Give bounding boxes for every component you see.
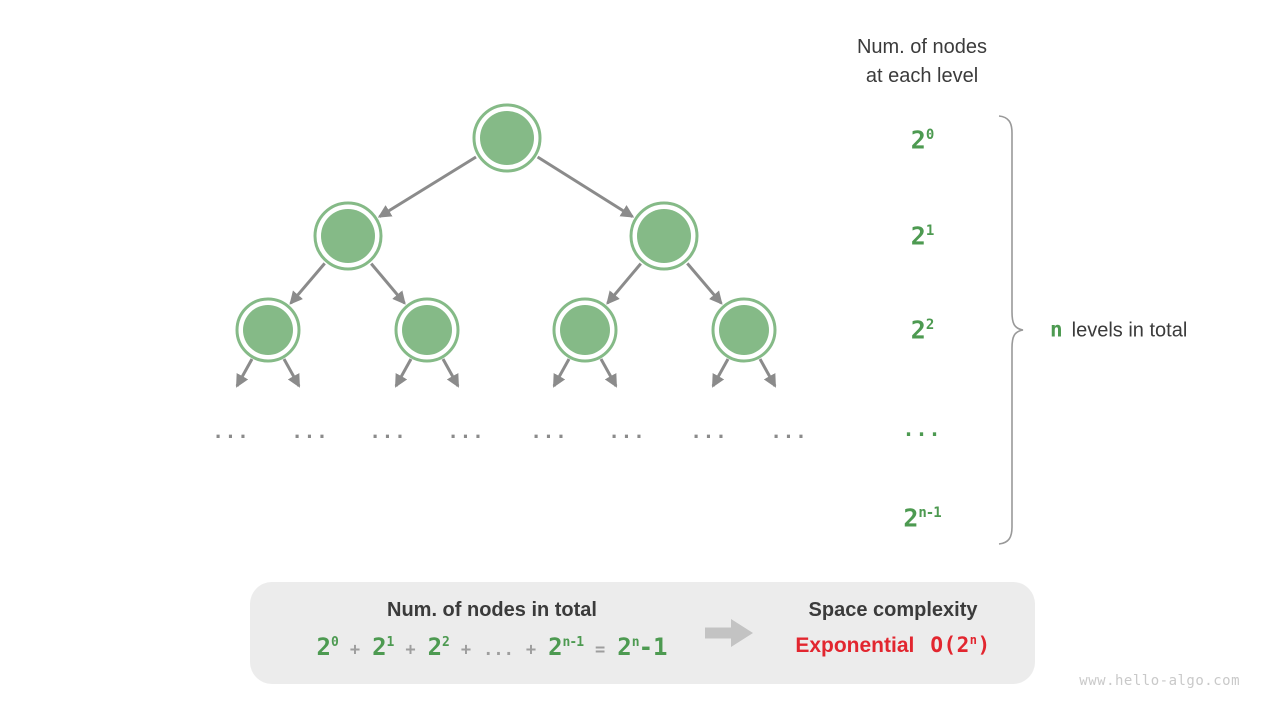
formula-result: 2n-1	[617, 633, 668, 661]
complexity-notation: O(2n)	[930, 633, 991, 657]
binary-tree-diagram	[235, 103, 1024, 545]
subtree-ellipsis: ...	[447, 421, 485, 443]
tree-edge-to-subtree	[441, 358, 460, 388]
formula-term: 20	[316, 633, 339, 661]
formula-ellipsis: ...	[483, 640, 514, 660]
tree-edge	[289, 262, 326, 305]
brace-label: n levels in total	[1050, 318, 1187, 343]
tree-edge	[606, 262, 642, 305]
subtree-ellipsis: ...	[291, 421, 329, 443]
tree-edge	[686, 262, 723, 305]
subtree-ellipsis: ...	[530, 421, 568, 443]
brace-label-text: levels in total	[1071, 319, 1188, 342]
tree-node	[711, 297, 777, 363]
level-count-2^n-1: 2n-1	[903, 503, 941, 533]
n-variable: n	[1050, 317, 1063, 342]
total-nodes-section: Num. of nodes in total 20 + 21 + 22 + ..…	[258, 582, 726, 684]
formula-operator: +	[460, 640, 472, 660]
tree-nodes	[235, 103, 777, 363]
tree-node	[394, 297, 460, 363]
header-line-2: at each level	[865, 65, 979, 87]
levels-column-header: Num. of nodes at each level	[812, 33, 1032, 91]
level-count-ellipsis: ...	[902, 417, 942, 441]
tree-edge-to-subtree	[394, 358, 413, 388]
tree-edge	[377, 155, 477, 218]
complexity-word: Exponential	[795, 634, 915, 657]
formula-operator: +	[405, 640, 416, 660]
level-count-2^1: 21	[910, 221, 935, 251]
tree-node	[552, 297, 618, 363]
subtree-ellipsis: ...	[608, 421, 646, 443]
space-complexity-section: Space complexity Exponential O(2n)	[762, 582, 1024, 684]
tree-edge-to-subtree	[235, 358, 254, 388]
formula-operator: +	[349, 640, 361, 660]
space-complexity-title: Space complexity	[808, 599, 978, 621]
tree-edge-to-subtree	[599, 358, 618, 388]
tree-edge	[536, 155, 635, 218]
tree-edge-to-subtree	[552, 358, 571, 388]
level-count-2^0: 20	[910, 125, 935, 155]
subtree-ellipsis: ...	[212, 421, 250, 443]
formula-term: 22	[427, 633, 450, 661]
formula-operator: +	[525, 640, 537, 660]
tree-edges	[235, 155, 777, 388]
header-line-1: Num. of nodes	[856, 36, 988, 58]
tree-node-root	[472, 103, 542, 173]
brace	[998, 115, 1024, 545]
tree-edge	[370, 262, 406, 305]
subtree-ellipsis: ...	[690, 421, 728, 443]
total-nodes-formula: 20 + 21 + 22 + ... + 2n-1 = 2n-1	[258, 630, 726, 663]
total-nodes-title: Num. of nodes in total	[387, 599, 597, 621]
summary-box: Num. of nodes in total 20 + 21 + 22 + ..…	[250, 582, 1035, 684]
formula-term: 21	[372, 633, 394, 661]
tree-node	[235, 297, 301, 363]
watermark: www.hello-algo.com	[1079, 673, 1240, 689]
subtree-ellipsis: ...	[369, 421, 407, 443]
tree-edge-to-subtree	[282, 358, 301, 388]
tree-node	[629, 201, 699, 271]
tree-edge-to-subtree	[711, 358, 730, 388]
level-count-2^2: 22	[910, 315, 935, 345]
formula-equals: =	[595, 640, 606, 660]
subtree-ellipsis: ...	[770, 421, 808, 443]
complexity-value: Exponential O(2n)	[762, 628, 1024, 658]
formula-term: 2n-1	[548, 633, 584, 661]
tree-node	[313, 201, 383, 271]
implies-arrow-icon	[705, 619, 753, 647]
tree-edge-to-subtree	[758, 358, 777, 388]
